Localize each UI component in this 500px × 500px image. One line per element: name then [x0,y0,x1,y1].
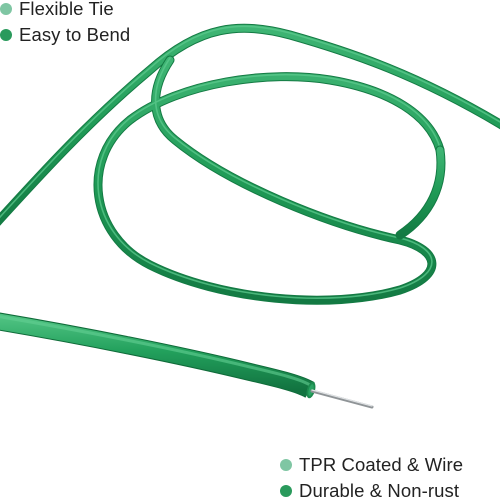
feature-item-tpr-coated: TPR Coated & Wire [280,452,463,478]
feature-list-bottom: TPR Coated & Wire Durable & Non-rust [280,452,463,500]
bullet-dot-icon [280,459,292,471]
bullet-dot-icon [280,485,292,497]
feature-list-top: Flexible Tie Easy to Bend [0,0,130,48]
feature-label: Easy to Bend [19,24,131,45]
wire-cut-end [0,312,374,409]
feature-item-durable: Durable & Non-rust [280,478,463,500]
feature-item-flexible-tie: Flexible Tie [0,0,130,22]
feature-label: Durable & Non-rust [299,480,460,500]
feature-item-easy-to-bend: Easy to Bend [0,22,130,48]
feature-label: TPR Coated & Wire [299,454,464,475]
bullet-dot-icon [0,29,12,41]
feature-label: Flexible Tie [19,0,114,19]
wire-outer-loop [0,23,500,226]
bullet-dot-icon [0,3,12,15]
wire-right-return [395,145,446,240]
wire-inner-coil [93,55,445,305]
